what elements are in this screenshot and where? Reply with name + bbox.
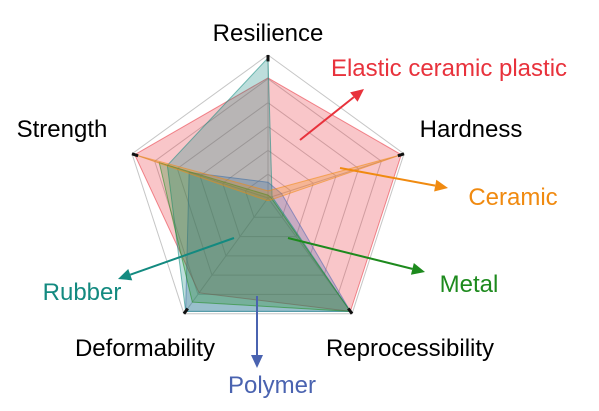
radar-grid	[131, 54, 405, 315]
axis-max-marks	[131, 55, 405, 315]
grid-ring	[176, 102, 360, 276]
axis-max-mark-hardness	[397, 152, 405, 158]
grid-ring	[131, 54, 405, 315]
series-label-polymer: Polymer	[228, 372, 316, 399]
labels: Resilience Hardness Reprocessibility Def…	[17, 20, 567, 399]
axis-max-mark-reprocessibility	[347, 307, 354, 315]
radar-series	[134, 57, 402, 312]
arrowhead-ceramic	[434, 179, 448, 192]
arrowhead-elastic-ceramic-plastic	[350, 89, 364, 102]
legend-arrows	[118, 89, 448, 368]
grid-ring	[199, 125, 337, 257]
arrowhead-polymer	[251, 355, 263, 368]
axis-label-resilience: Resilience	[213, 20, 324, 47]
grid-ring	[154, 78, 382, 295]
series-label-ceramic: Ceramic	[468, 184, 557, 211]
arrow-ceramic	[339, 167, 436, 187]
series-label-metal: Metal	[440, 271, 499, 298]
grid-ring	[244, 173, 292, 218]
series-ceramic	[134, 154, 402, 201]
series-rubber	[166, 57, 351, 312]
arrow-elastic-ceramic-plastic	[299, 96, 355, 141]
arrow-rubber	[129, 237, 235, 276]
series-metal	[158, 162, 351, 312]
axis-max-mark-deformability	[182, 307, 189, 315]
axis-label-strength: Strength	[17, 116, 108, 143]
axis-label-deformability: Deformability	[75, 335, 215, 362]
arrowhead-metal	[410, 263, 425, 275]
series-label-elastic-ceramic-plastic: Elastic ceramic plastic	[331, 55, 567, 82]
arrowhead-rubber	[118, 269, 133, 281]
axis-label-reprocessibility: Reprocessibility	[326, 335, 494, 362]
series-label-rubber: Rubber	[43, 279, 122, 306]
arrow-metal	[287, 237, 413, 270]
axis-max-mark-strength	[131, 152, 139, 158]
grid-spoke-deformability	[183, 197, 269, 314]
axis-label-hardness: Hardness	[420, 116, 523, 143]
